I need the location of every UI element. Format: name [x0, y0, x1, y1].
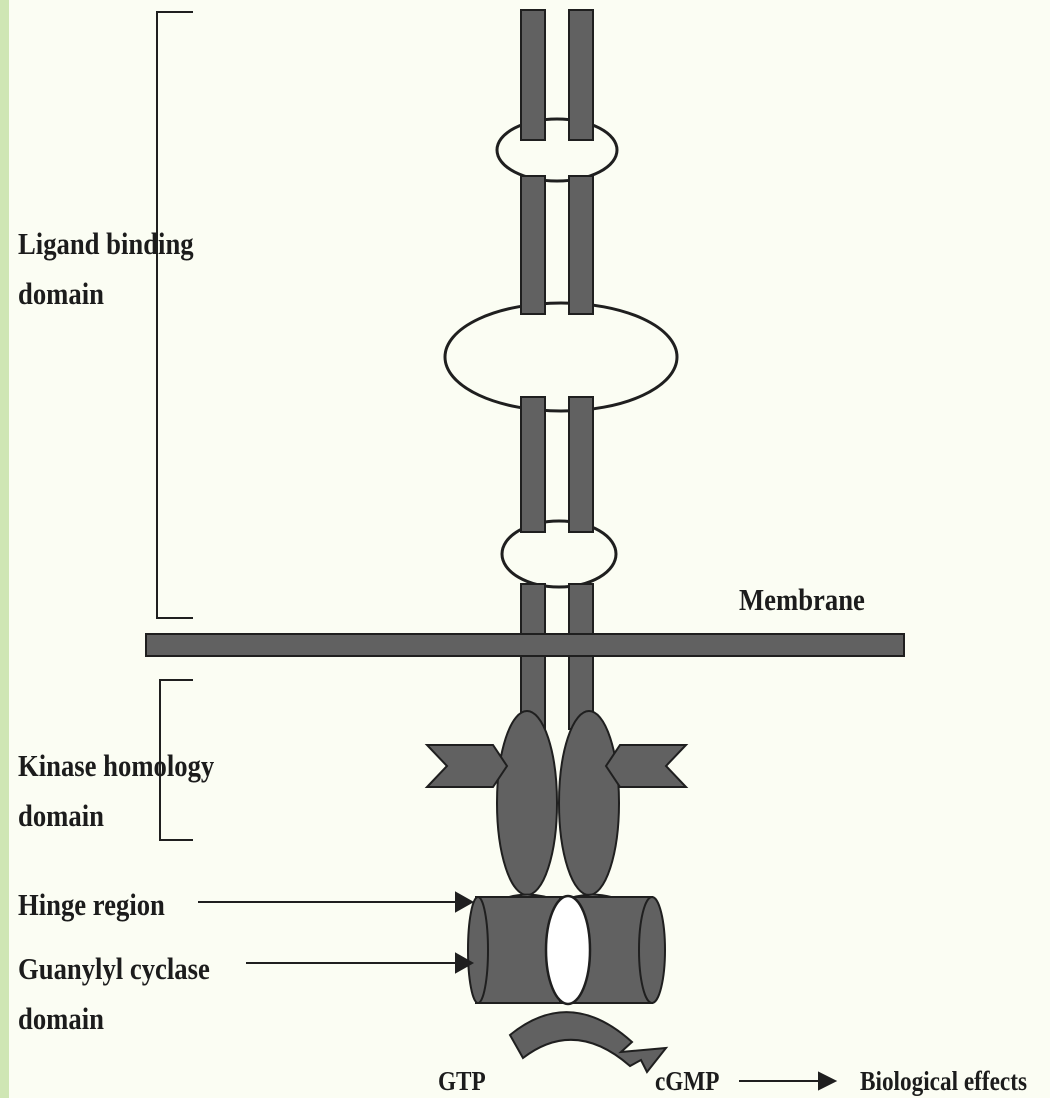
guanylyl-cyclase-domain-label: Guanylyl cyclase domain [18, 944, 210, 1044]
atp-binding-notch-left [427, 745, 507, 787]
kinase-homology-domain-line-2: domain [18, 791, 214, 841]
hinge-region-pointer-head [456, 893, 472, 911]
kinase-homology-domain-label: Kinase homology domain [18, 741, 214, 841]
membrane-bar [146, 634, 904, 656]
cyclase-cylinder-right-end [639, 897, 665, 1003]
catalysis-curved-arrow [510, 1012, 666, 1072]
ligand-binding-domain-line-1: Ligand binding [18, 219, 194, 269]
cyclase-cylinder-left-end [468, 897, 488, 1003]
hinge-region-label: Hinge region [18, 880, 165, 930]
right-strand-segment-1 [569, 10, 593, 140]
effects-arrow-head [819, 1073, 835, 1089]
loop-1 [497, 119, 617, 181]
loop-3 [502, 521, 616, 587]
cyclase-central-opening [546, 896, 590, 1004]
guanylyl-cyclase-domain-line-2: domain [18, 994, 210, 1044]
hinge-region-label-text: Hinge region [18, 880, 165, 930]
loop-2 [445, 303, 677, 411]
atp-binding-notch-right [606, 745, 686, 787]
guanylyl-cyclase-domain-line-1: Guanylyl cyclase [18, 944, 210, 994]
gtp-label: GTP [438, 1066, 486, 1096]
right-strand-segment-3 [569, 397, 593, 532]
cgmp-label-text: cGMP [655, 1066, 719, 1096]
biological-effects-label-text: Biological effects [860, 1066, 1027, 1096]
left-strand-segment-1 [521, 10, 545, 140]
left-strand-segment-2 [521, 176, 545, 314]
right-strand-segment-2 [569, 176, 593, 314]
kinase-ellipse-right [559, 711, 619, 895]
membrane-label: Membrane [739, 575, 865, 625]
kinase-homology-domain-line-1: Kinase homology [18, 741, 214, 791]
kinase-ellipse-left [497, 711, 557, 895]
gtp-label-text: GTP [438, 1066, 486, 1096]
cgmp-label: cGMP [655, 1066, 719, 1096]
ligand-binding-domain-label: Ligand binding domain [18, 219, 194, 319]
membrane-label-text: Membrane [739, 575, 865, 625]
left-strand-segment-3 [521, 397, 545, 532]
ligand-binding-domain-line-2: domain [18, 269, 194, 319]
biological-effects-label: Biological effects [860, 1066, 1027, 1096]
